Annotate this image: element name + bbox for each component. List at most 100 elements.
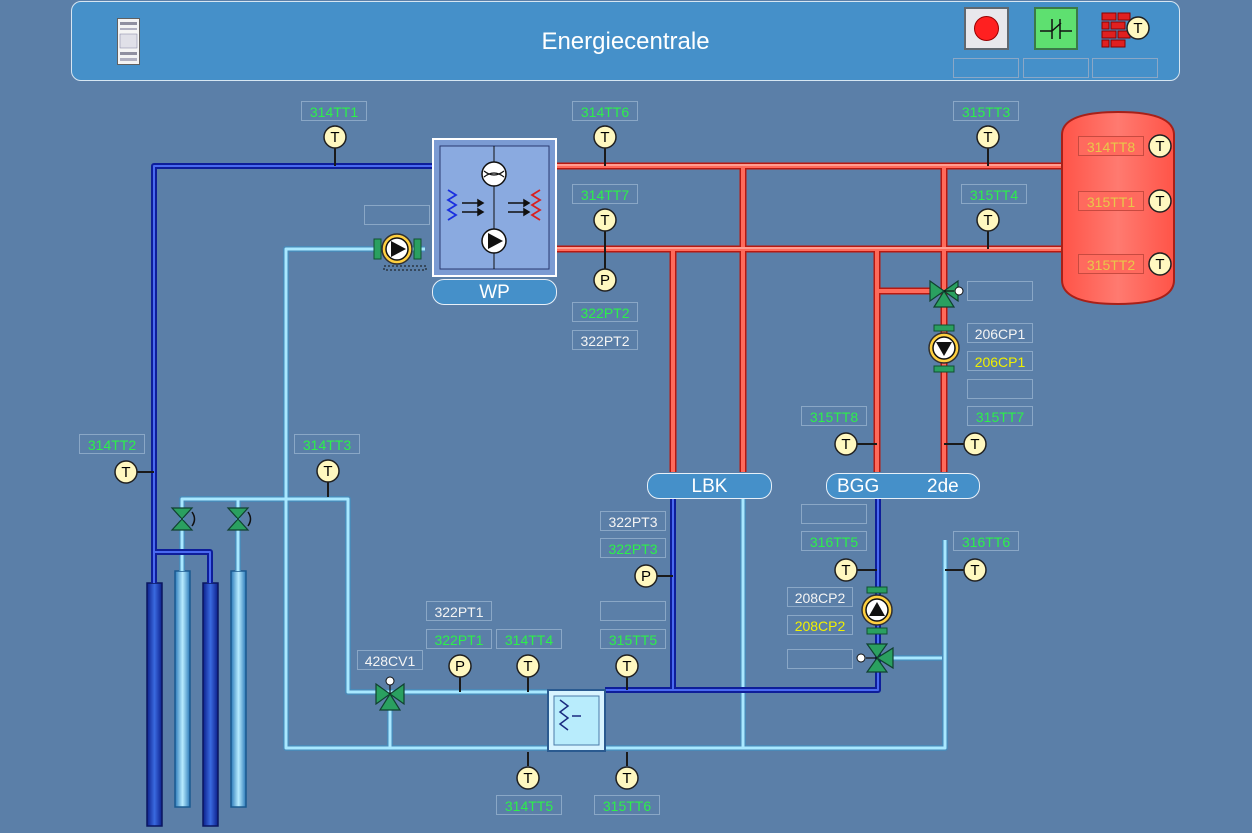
- pump-wp-circuit[interactable]: [373, 233, 427, 271]
- tag-322pt2-name[interactable]: 322PT2: [572, 330, 638, 350]
- valve-428cv1[interactable]: [375, 676, 405, 711]
- valve-bottom-mixing[interactable]: [856, 643, 894, 673]
- tag-315tt6[interactable]: 315TT6: [594, 795, 660, 815]
- temperature-sensor-314tt6: T: [593, 125, 617, 149]
- tag-208cp2-name[interactable]: 208CP2: [787, 587, 853, 607]
- temperature-sensor-314tt8: T: [1148, 134, 1172, 158]
- evaporator-coil-icon: [446, 189, 458, 221]
- temperature-sensor-314tt1: T: [323, 125, 347, 149]
- svg-text:T: T: [983, 212, 992, 229]
- temperature-sensor-315tt6: T: [615, 766, 639, 790]
- bgg-label[interactable]: BGG 2de: [826, 473, 980, 499]
- cold-piping: [151, 163, 881, 693]
- tag-314tt6[interactable]: 314TT6: [572, 101, 638, 121]
- svg-text:P: P: [455, 658, 465, 675]
- brick-wall-temperature-icon[interactable]: T: [1100, 10, 1152, 48]
- tag-322pt3-value[interactable]: 322PT3: [600, 538, 666, 558]
- pump-status-field: [364, 205, 430, 225]
- status-field: [600, 601, 666, 621]
- tag-322pt3-name[interactable]: 322PT3: [600, 511, 666, 531]
- condenser-coil-icon: [530, 189, 542, 221]
- tag-316tt6[interactable]: 316TT6: [953, 531, 1019, 551]
- switch-icon[interactable]: [1034, 7, 1078, 50]
- cabinet-icon[interactable]: [117, 18, 141, 66]
- tag-322pt2-value[interactable]: 322PT2: [572, 302, 638, 322]
- ground-probe: [174, 570, 191, 808]
- tag-314tt8[interactable]: 314TT8: [1078, 136, 1144, 156]
- wp-label[interactable]: WP: [432, 279, 557, 305]
- status-field: [1023, 58, 1089, 78]
- pressure-sensor-322pt1: P: [448, 654, 472, 678]
- svg-text:T: T: [323, 463, 332, 480]
- svg-text:T: T: [841, 562, 850, 579]
- svg-text:T: T: [970, 436, 979, 453]
- valve-status-field: [787, 649, 853, 669]
- compressor-icon: [481, 161, 507, 187]
- pressure-sensor-322pt2: P: [593, 268, 617, 292]
- tag-315tt8[interactable]: 315TT8: [801, 406, 867, 426]
- svg-text:P: P: [600, 272, 610, 289]
- temperature-sensor-315tt1: T: [1148, 189, 1172, 213]
- temperature-sensor-315tt2: T: [1148, 252, 1172, 276]
- tag-428cv1[interactable]: 428CV1: [357, 650, 423, 670]
- light-return-piping: [179, 246, 948, 751]
- hot-piping: [556, 162, 1070, 472]
- ground-probes: [146, 570, 247, 827]
- pressure-sensor-322pt3: P: [634, 564, 658, 588]
- temperature-sensor-315tt4: T: [976, 208, 1000, 232]
- sensor-stems: [137, 148, 989, 766]
- page-title: Energiecentrale: [541, 28, 710, 55]
- svg-text:T: T: [600, 212, 609, 229]
- tag-314tt2[interactable]: 314TT2: [79, 434, 145, 454]
- tag-206cp1-value[interactable]: 206CP1: [967, 351, 1033, 371]
- tag-315tt7[interactable]: 315TT7: [967, 406, 1033, 426]
- tag-322pt1-value[interactable]: 322PT1: [426, 629, 492, 649]
- tag-315tt5[interactable]: 315TT5: [600, 629, 666, 649]
- tag-314tt3[interactable]: 314TT3: [294, 434, 360, 454]
- temperature-sensor-315tt5: T: [615, 654, 639, 678]
- tag-315tt3[interactable]: 315TT3: [953, 101, 1019, 121]
- svg-text:T: T: [330, 129, 339, 146]
- svg-text:T: T: [970, 562, 979, 579]
- temperature-sensor-315tt7: T: [963, 432, 987, 456]
- tag-314tt1[interactable]: 314TT1: [301, 101, 367, 121]
- pump-208cp2[interactable]: [861, 586, 893, 635]
- heat-exchanger[interactable]: [547, 689, 606, 752]
- tag-206cp1-name[interactable]: 206CP1: [967, 323, 1033, 343]
- valve-top-mixing[interactable]: [929, 279, 964, 308]
- svg-text:T: T: [1133, 20, 1142, 37]
- tag-316tt5[interactable]: 316TT5: [801, 531, 867, 551]
- temperature-sensor-314tt5: T: [516, 766, 540, 790]
- temperature-sensor-314tt3: T: [316, 459, 340, 483]
- sensor-circles[interactable]: T T T P T T T T T T T T T P T T P T T T …: [114, 125, 1172, 790]
- svg-text:T: T: [1155, 138, 1164, 155]
- svg-text:P: P: [641, 568, 651, 585]
- temperature-sensor-314tt2: T: [114, 460, 138, 484]
- bgg-second-label: 2de: [927, 476, 959, 497]
- svg-text:T: T: [523, 658, 532, 675]
- tag-314tt4[interactable]: 314TT4: [496, 629, 562, 649]
- temperature-sensor-316tt5: T: [834, 558, 858, 582]
- temperature-sensor-316tt6: T: [963, 558, 987, 582]
- tag-208cp2-value[interactable]: 208CP2: [787, 615, 853, 635]
- tag-315tt2[interactable]: 315TT2: [1078, 254, 1144, 274]
- tag-314tt7[interactable]: 314TT7: [572, 184, 638, 204]
- heat-pump-wp[interactable]: [432, 138, 557, 277]
- stop-button-icon[interactable]: [964, 7, 1009, 50]
- tag-315tt4[interactable]: 315TT4: [961, 184, 1027, 204]
- lbk-label[interactable]: LBK: [647, 473, 772, 499]
- temperature-sensor-315tt3: T: [976, 125, 1000, 149]
- tag-315tt1[interactable]: 315TT1: [1078, 191, 1144, 211]
- valve-status-field: [967, 281, 1033, 301]
- status-field: [1092, 58, 1158, 78]
- pump-206cp1[interactable]: [928, 324, 960, 373]
- valve-probe-2[interactable]: [226, 507, 252, 531]
- svg-text:T: T: [622, 658, 631, 675]
- valve-probe-1[interactable]: [170, 507, 196, 531]
- ground-probe: [202, 582, 219, 827]
- tag-322pt1-name[interactable]: 322PT1: [426, 601, 492, 621]
- svg-text:T: T: [600, 129, 609, 146]
- svg-text:T: T: [1155, 256, 1164, 273]
- tag-314tt5[interactable]: 314TT5: [496, 795, 562, 815]
